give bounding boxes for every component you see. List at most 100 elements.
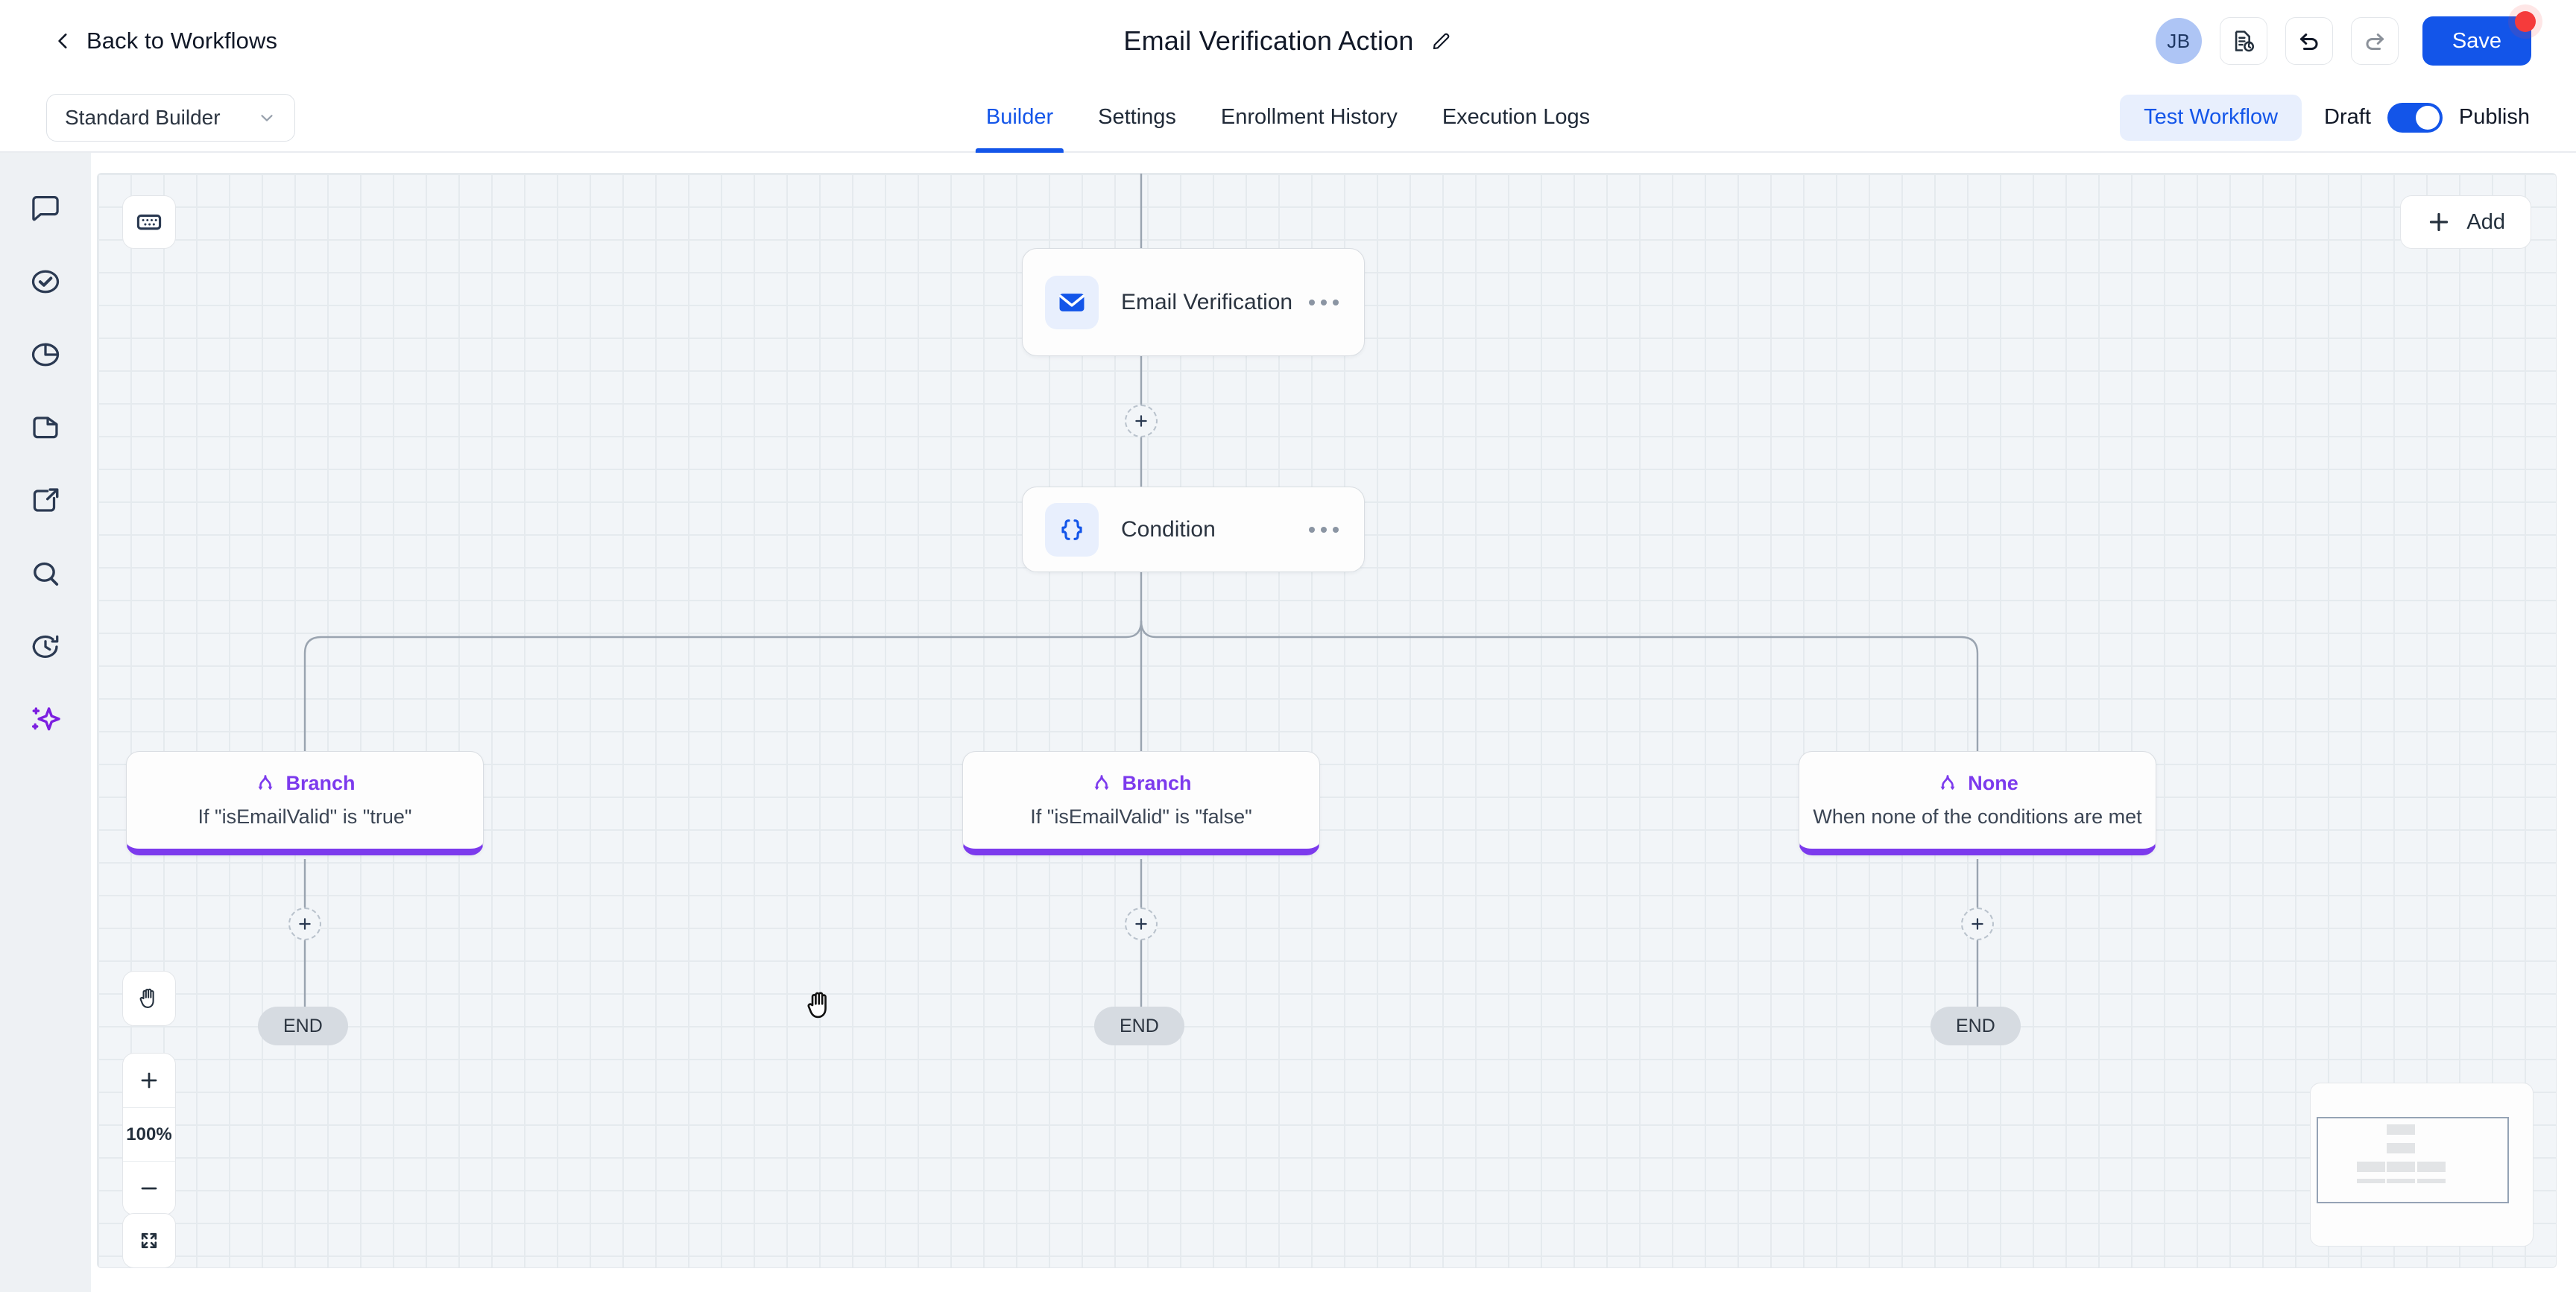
branch-fork-icon <box>1940 774 1955 790</box>
zoom-in-button[interactable] <box>123 1054 175 1107</box>
ai-sparkle-icon[interactable] <box>28 703 63 737</box>
builder-mode-select[interactable]: Standard Builder <box>46 94 295 142</box>
node-menu-ellipsis-icon[interactable] <box>1309 526 1339 533</box>
pan-tool-button[interactable] <box>123 972 175 1025</box>
save-button-wrapper: Save <box>2422 11 2536 66</box>
external-link-icon[interactable] <box>28 484 63 518</box>
fit-to-screen-button[interactable] <box>123 1214 175 1267</box>
zoom-controls: 100% <box>122 1053 176 1215</box>
branch-fork-icon <box>1094 774 1109 790</box>
branch-card-true[interactable]: Branch If "isEmailValid" is "true" <box>126 751 484 855</box>
add-node-button-branch-true[interactable] <box>288 908 321 940</box>
file-document-icon[interactable] <box>28 411 63 445</box>
clock-history-icon[interactable] <box>28 630 63 664</box>
zoom-out-button[interactable] <box>123 1161 175 1215</box>
minimap-node <box>2387 1179 2415 1183</box>
fit-screen-group <box>122 1213 176 1267</box>
back-to-workflows-link[interactable]: Back to Workflows <box>54 28 277 54</box>
publish-toggle[interactable] <box>2387 102 2443 133</box>
end-node-branch-true[interactable]: END <box>258 1007 348 1045</box>
minimap-node <box>2357 1162 2385 1172</box>
branch-card-none[interactable]: None When none of the conditions are met <box>1799 751 2156 855</box>
branch-header: Branch <box>1090 772 1192 795</box>
unsaved-changes-dot <box>2515 11 2536 32</box>
chat-bubble-icon[interactable] <box>28 191 63 226</box>
minimap-node <box>2387 1124 2415 1135</box>
workflow-canvas[interactable]: Add <box>97 173 2557 1268</box>
pan-tool-card <box>122 971 176 1026</box>
toggle-knob <box>2415 105 2440 130</box>
tab-settings[interactable]: Settings <box>1098 105 1176 129</box>
expand-fullscreen-icon <box>141 1232 157 1249</box>
toolbar-actions: Test Workflow Draft Publish <box>2120 82 2530 153</box>
node-menu-ellipsis-icon[interactable] <box>1309 299 1339 305</box>
minimap-node <box>2417 1179 2446 1183</box>
zoom-level-display: 100% <box>123 1107 175 1161</box>
plus-icon <box>1135 918 1147 930</box>
branch-name: Branch <box>285 772 356 794</box>
tab-builder[interactable]: Builder <box>964 82 1076 153</box>
version-history-button[interactable] <box>2219 17 2267 65</box>
header-actions: JB Save <box>2155 0 2536 82</box>
app-header: Back to Workflows Email Verification Act… <box>0 0 2576 82</box>
hand-pan-icon <box>139 988 154 1008</box>
node-icon-wrapper <box>1045 502 1099 557</box>
branch-header: None <box>1936 772 2018 795</box>
workflow-node-email-verification[interactable]: Email Verification <box>1022 248 1365 356</box>
builder-mode-value: Standard Builder <box>65 106 221 129</box>
branch-card-false[interactable]: Branch If "isEmailValid" is "false" <box>962 751 1320 855</box>
draft-label: Draft <box>2324 105 2371 129</box>
undo-button[interactable] <box>2285 17 2333 65</box>
plus-icon <box>1135 415 1147 427</box>
branch-fork-icon <box>258 774 273 790</box>
pan-tool-group <box>122 971 176 1026</box>
test-workflow-button[interactable]: Test Workflow <box>2120 94 2302 141</box>
undo-arrow-icon <box>2299 34 2318 50</box>
pie-chart-icon[interactable] <box>28 338 63 372</box>
publish-label: Publish <box>2458 105 2530 129</box>
avatar[interactable]: JB <box>2155 18 2202 64</box>
chevron-left-icon <box>58 34 67 48</box>
tab-execution-logs[interactable]: Execution Logs <box>1442 105 1591 129</box>
envelope-icon <box>1059 293 1085 311</box>
branch-header: Branch <box>254 772 356 795</box>
minimap-viewport[interactable] <box>2317 1117 2509 1203</box>
workflow-toolbar: Standard Builder Builder Settings Enroll… <box>0 82 2576 153</box>
node-title: Condition <box>1121 516 1216 542</box>
back-to-workflows-label: Back to Workflows <box>86 28 278 54</box>
minimap-node <box>2387 1143 2415 1153</box>
branch-description: When none of the conditions are met <box>1813 805 2142 828</box>
add-node-button-after-email[interactable] <box>1125 405 1158 437</box>
tab-bar: Builder Settings Enrollment History Exec… <box>964 82 1612 153</box>
keyboard-shortcuts-button[interactable] <box>122 195 176 249</box>
canvas-minimap[interactable] <box>2310 1083 2534 1247</box>
page-title: Email Verification Action <box>1123 25 1414 56</box>
plus-icon <box>1972 918 1983 930</box>
curly-braces-icon <box>1061 519 1082 540</box>
zoom-level-value: 100% <box>126 1124 172 1144</box>
tab-enrollment-history[interactable]: Enrollment History <box>1220 105 1398 129</box>
branch-name: None <box>1968 772 2018 794</box>
end-node-branch-none[interactable]: END <box>1931 1007 2021 1045</box>
zoom-controls-card: 100% <box>122 1053 176 1215</box>
end-node-branch-false[interactable]: END <box>1094 1007 1184 1045</box>
plus-icon <box>299 918 311 930</box>
add-step-label: Add <box>2466 209 2505 234</box>
branch-description: If "isEmailValid" is "false" <box>1030 805 1252 828</box>
pencil-icon[interactable] <box>1430 30 1453 52</box>
add-node-button-branch-false[interactable] <box>1125 908 1158 940</box>
add-step-button[interactable]: Add <box>2400 195 2531 249</box>
minus-icon <box>141 1187 157 1189</box>
workflow-graph: Email Verification Condition <box>98 174 2556 1267</box>
document-history-icon <box>2235 31 2254 52</box>
check-circle-icon[interactable] <box>28 265 63 299</box>
save-button[interactable]: Save <box>2422 16 2531 66</box>
plus-icon <box>141 1072 157 1089</box>
workflow-node-condition[interactable]: Condition <box>1022 487 1365 572</box>
add-node-button-branch-none[interactable] <box>1961 908 1994 940</box>
search-icon[interactable] <box>28 557 63 591</box>
minimap-node <box>2417 1162 2446 1172</box>
branch-name: Branch <box>1122 772 1192 794</box>
minimap-node <box>2357 1179 2385 1183</box>
redo-button[interactable] <box>2350 17 2399 65</box>
